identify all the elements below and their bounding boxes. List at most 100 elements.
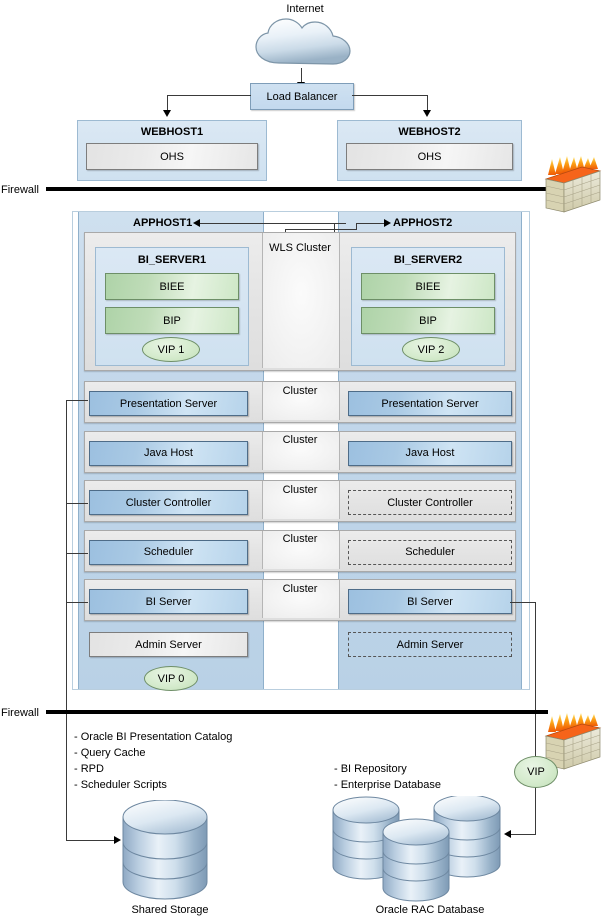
admin-server-left-box[interactable]: Admin Server	[89, 632, 248, 657]
webhost1-panel: WEBHOST1 OHS	[77, 120, 267, 181]
bi-server1-app-bip[interactable]: BIP	[105, 307, 239, 334]
firewall-bottom-icon	[544, 713, 602, 770]
cluster-row-right-label: Java Host	[405, 447, 455, 460]
vip1-to-apphost2-line	[356, 223, 384, 224]
lb-left-line	[167, 95, 251, 96]
cluster-row-midpanel	[262, 481, 340, 520]
cluster-row-left-label: Cluster Controller	[125, 496, 212, 509]
webhost1-ohs-label: OHS	[160, 150, 184, 163]
shared-storage-arrow	[114, 836, 121, 844]
bi-server2-app-bip-label: BIP	[419, 314, 437, 327]
bi-server1-app-biee-label: BIEE	[159, 280, 185, 293]
firewall-bottom-label: Firewall	[1, 707, 39, 719]
webhost1-ohs-box[interactable]: OHS	[86, 143, 258, 170]
db-trunk-v	[535, 602, 536, 834]
webhost2-ohs-box[interactable]: OHS	[346, 143, 513, 170]
firewall-top-label: Firewall	[1, 184, 39, 196]
bi-server2-title: BI_SERVER2	[393, 254, 463, 266]
cluster-row-right-box[interactable]: Cluster Controller	[348, 490, 512, 516]
bi-server2-app-bip[interactable]: BIP	[361, 307, 495, 334]
cluster-row-right-box[interactable]: Java Host	[348, 440, 512, 466]
shared-storage-item: - Query Cache	[74, 747, 146, 759]
bi-server2-app-biee-label: BIEE	[415, 280, 441, 293]
vip0-ellipse[interactable]: VIP 0	[144, 666, 198, 691]
admin-server-right-box[interactable]: Admin Server	[348, 632, 512, 657]
db-trunk-to-db-h	[510, 834, 536, 835]
firewall-bottom-line	[46, 710, 548, 714]
cluster-row-midpanel	[262, 580, 340, 619]
database-item: - BI Repository	[334, 763, 407, 775]
admin-server-left-label: Admin Server	[135, 638, 202, 651]
webhost2-title: WEBHOST2	[398, 126, 461, 138]
shared-storage-icon	[122, 800, 208, 900]
db-vip-label: VIP	[527, 766, 545, 778]
cluster-row-midpanel	[262, 431, 340, 470]
cluster-row-right-label: BI Server	[407, 595, 453, 608]
bi-server2-app-biee[interactable]: BIEE	[361, 273, 495, 300]
lb-right-arrow	[423, 110, 431, 117]
cluster-row-label: Cluster	[282, 483, 318, 496]
database-contents: - BI Repository - Enterprise Database	[334, 761, 441, 793]
webhost2-panel: WEBHOST2 OHS	[337, 120, 522, 181]
wls-cluster-midpanel	[262, 233, 340, 368]
cluster-row-left-box[interactable]: Scheduler	[89, 539, 248, 565]
cluster-row-left-box[interactable]: Java Host	[89, 440, 248, 466]
firewall-top-line	[46, 187, 548, 191]
webhost2-ohs-label: OHS	[417, 150, 442, 163]
cloud-to-lb-line	[301, 68, 302, 84]
cluster-row-left-box[interactable]: BI Server	[89, 589, 248, 615]
admin-server-right-label: Admin Server	[396, 638, 464, 651]
cluster-row-label: Cluster	[282, 384, 318, 397]
internet-label: Internet	[286, 3, 324, 15]
vip2-ellipse[interactable]: VIP 2	[402, 337, 460, 362]
load-balancer-box[interactable]: Load Balancer	[250, 83, 354, 110]
apphost1-title: APPHOST1	[133, 217, 193, 229]
database-item: - Enterprise Database	[334, 779, 441, 791]
vip1-turn-h	[285, 229, 356, 230]
trunk-branch-scheduler	[66, 553, 88, 554]
vip2-label: VIP 2	[417, 343, 445, 356]
cluster-row-left-label: Java Host	[144, 447, 193, 460]
cluster-row-midpanel	[262, 382, 340, 420]
bi-server1-panel: BI_SERVER1 BIEE BIP	[95, 247, 249, 366]
cluster-row-label: Cluster	[282, 582, 318, 595]
cluster-row-left-label: Scheduler	[143, 546, 194, 559]
cluster-row-left-box[interactable]: Presentation Server	[89, 391, 248, 416]
shared-storage-contents: - Oracle BI Presentation Catalog - Query…	[74, 729, 232, 793]
rac-database-caption: Oracle RAC Database	[375, 904, 485, 916]
lb-right-line	[352, 95, 428, 96]
apphost2-title: APPHOST2	[393, 217, 453, 229]
vip1-label: VIP 1	[157, 343, 185, 356]
trunk-branch-bi-server	[66, 602, 88, 603]
bi-server2-panel: BI_SERVER2 BIEE BIP	[351, 247, 505, 366]
apphost2-inbound-arrow	[384, 219, 391, 227]
firewall-top-icon	[544, 156, 602, 213]
cluster-row-midpanel	[262, 530, 340, 569]
vip1-turn-v	[356, 223, 357, 230]
cluster-row-label: Cluster	[282, 533, 318, 546]
vip1-ellipse[interactable]: VIP 1	[142, 337, 200, 362]
trunk-branch-presentation	[66, 400, 88, 401]
rac-database-arrow	[504, 830, 511, 838]
cluster-row-right-label: Presentation Server	[381, 397, 479, 410]
cluster-row-right-box[interactable]: BI Server	[348, 589, 512, 615]
cluster-row-left-label: Presentation Server	[119, 397, 218, 410]
shared-storage-trunk-v	[66, 400, 67, 840]
cluster-row-right-label: Scheduler	[405, 546, 455, 559]
cluster-row-right-label: Cluster Controller	[387, 496, 473, 509]
trunk-branch-cluster-controller	[66, 503, 88, 504]
cluster-row-label: Cluster	[282, 434, 318, 447]
cluster-row-right-box[interactable]: Presentation Server	[348, 391, 512, 416]
db-vip-ellipse[interactable]: VIP	[514, 756, 558, 788]
shared-storage-item: - Scheduler Scripts	[74, 779, 167, 791]
lb-left-arrow	[163, 110, 171, 117]
cluster-row-right-box[interactable]: Scheduler	[348, 539, 512, 565]
bi-server1-app-bip-label: BIP	[163, 314, 181, 327]
lb-right-drop	[427, 95, 428, 112]
cluster-row-left-box[interactable]: Cluster Controller	[89, 490, 248, 516]
bi-server1-app-biee[interactable]: BIEE	[105, 273, 239, 300]
webhost1-title: WEBHOST1	[140, 126, 204, 138]
vip2-to-apphost1-line	[200, 223, 346, 224]
lb-left-drop	[167, 95, 168, 112]
load-balancer-label: Load Balancer	[266, 90, 338, 103]
